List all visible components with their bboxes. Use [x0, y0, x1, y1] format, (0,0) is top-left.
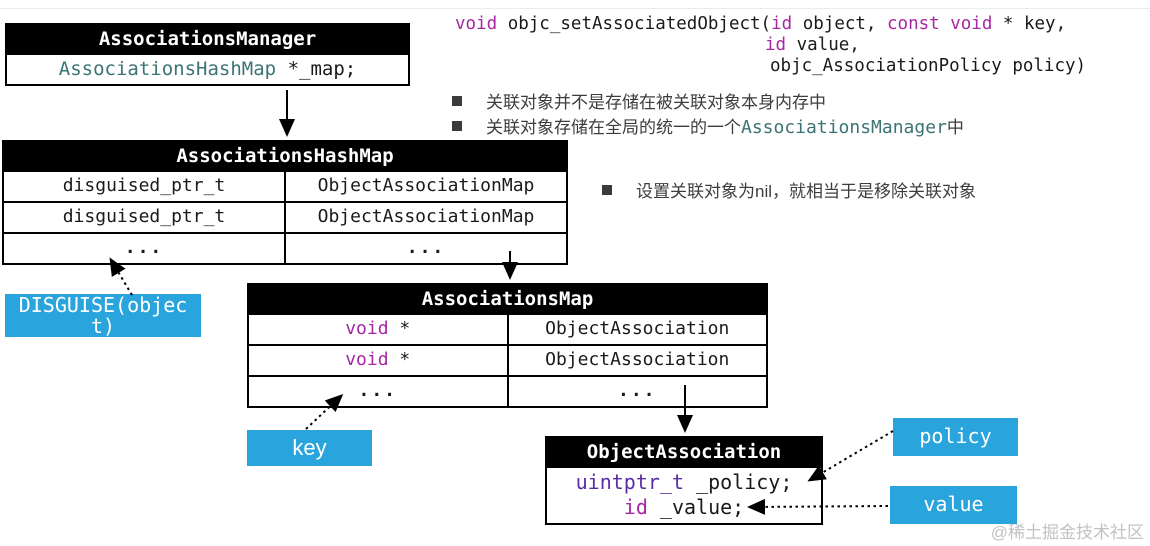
code-line-1: void objc_setAssociatedObject(id object,…	[455, 14, 1086, 35]
table-row: void * ObjectAssociation	[249, 313, 766, 344]
field-name-text: _value;	[647, 495, 745, 519]
value-cell: ...	[506, 377, 767, 406]
key-cell: void *	[249, 315, 507, 344]
code-token: id	[771, 14, 793, 34]
policy-field: uintptr_t _policy;	[547, 470, 821, 495]
code-line-2: id value,	[765, 35, 1086, 56]
type-keyword: void	[345, 349, 389, 370]
value-cell: ObjectAssociation	[506, 315, 767, 344]
type-keyword: void	[345, 318, 389, 339]
code-token: void	[455, 14, 498, 34]
value-cell: ...	[284, 234, 566, 263]
type-rest: *	[388, 349, 411, 370]
key-cell: ...	[124, 237, 164, 258]
associations-map-title: AssociationsMap	[249, 285, 766, 313]
object-association-box: ObjectAssociation uintptr_t _policy;id _…	[545, 436, 823, 525]
key-cell: void *	[249, 346, 507, 375]
bullet-square-icon	[452, 120, 462, 131]
type-rest: *	[388, 318, 411, 339]
field-type-text: AssociationsHashMap	[58, 58, 277, 80]
note-item: 关联对象存储在全局的统一的一个AssociationsManager中	[452, 113, 964, 138]
key-cell: disguised_ptr_t	[62, 175, 226, 196]
associations-map-table: AssociationsMap void * ObjectAssociation…	[247, 283, 768, 408]
key-cell: disguised_ptr_t	[62, 206, 226, 227]
field-type-text: uintptr_t	[575, 470, 684, 494]
table-row: ... ...	[4, 232, 566, 263]
watermark: @稀土掘金技术社区	[990, 523, 1144, 542]
associations-manager-field: AssociationsHashMap *_map;	[7, 53, 408, 84]
code-token: const void	[887, 14, 993, 34]
field-name-text: _policy;	[684, 470, 793, 494]
code-line-3: objc_AssociationPolicy policy)	[770, 56, 1086, 77]
associations-hashmap-table: AssociationsHashMap disguised_ptr_t Obje…	[2, 140, 568, 265]
note-nil: 设置关联对象为nil，就相当于是移除关联对象	[602, 177, 976, 202]
value-cell: ObjectAssociationMap	[284, 203, 566, 232]
value-cell: ObjectAssociationMap	[284, 172, 566, 201]
bullet-square-icon	[602, 184, 612, 195]
code-token: id	[765, 35, 787, 55]
associations-manager-title: AssociationsManager	[7, 25, 408, 53]
object-association-title: ObjectAssociation	[547, 438, 821, 466]
bullet-square-icon	[452, 95, 462, 106]
note-text: 关联对象存储在全局的统一的一个AssociationsManager中	[486, 113, 964, 138]
note-item: 关联对象并不是存储在被关联对象本身内存中	[452, 88, 964, 113]
table-row: disguised_ptr_t ObjectAssociationMap	[4, 170, 566, 201]
note-text-part: 关联对象存储在全局的统一的一个	[486, 118, 741, 137]
code-token: * key,	[992, 14, 1067, 34]
disguise-object-label: DISGUISE(object)	[5, 294, 201, 337]
key-label: key	[247, 430, 372, 466]
note-text-part: 中	[946, 118, 964, 137]
value-field: id _value;	[547, 495, 821, 520]
notes-list: 关联对象并不是存储在被关联对象本身内存中 关联对象存储在全局的统一的一个Asso…	[452, 88, 964, 138]
code-token: object,	[792, 14, 887, 34]
top-divider	[0, 8, 1150, 9]
object-association-fields: uintptr_t _policy;id _value;	[547, 466, 821, 523]
note-code-part: AssociationsManager	[741, 117, 947, 138]
code-token: objc_setAssociatedObject(	[497, 14, 772, 34]
code-token: value,	[786, 35, 860, 55]
associations-manager-box: AssociationsManager AssociationsHashMap …	[5, 23, 410, 86]
associations-hashmap-title: AssociationsHashMap	[4, 142, 566, 170]
note-text: 设置关联对象为nil，就相当于是移除关联对象	[636, 182, 977, 201]
value-cell: ObjectAssociation	[506, 346, 767, 375]
field-name-text: *_map;	[276, 58, 357, 80]
note-item: 设置关联对象为nil，就相当于是移除关联对象	[602, 177, 976, 202]
code-token: objc_AssociationPolicy policy)	[770, 56, 1087, 76]
key-cell: ...	[358, 380, 397, 401]
table-row: ... ...	[249, 375, 766, 406]
arrow-disguise-to-hashmap-key	[109, 257, 133, 296]
code-snippet: void objc_setAssociatedObject(id object,…	[455, 14, 1086, 77]
policy-label: policy	[893, 418, 1018, 456]
value-label: value	[890, 486, 1017, 524]
field-type-text: id	[623, 495, 648, 519]
note-text: 关联对象并不是存储在被关联对象本身内存中	[486, 93, 826, 112]
table-row: void * ObjectAssociation	[249, 344, 766, 375]
table-row: disguised_ptr_t ObjectAssociationMap	[4, 201, 566, 232]
